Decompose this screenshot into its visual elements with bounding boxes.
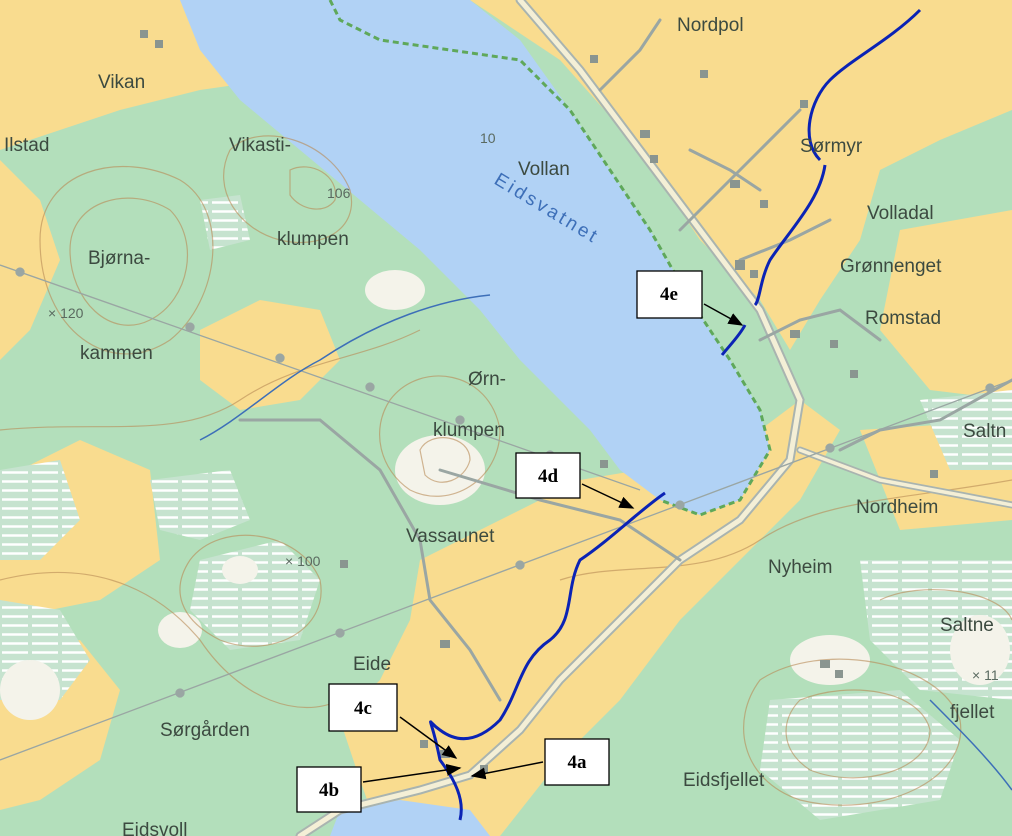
arrow-4b [362, 763, 462, 783]
label-saltne: Saltne [940, 615, 994, 636]
road-vollan [688, 148, 762, 192]
label-vikan: Vikan [98, 72, 145, 93]
elevation-100: × 100 [285, 553, 321, 569]
shoreline-protected [328, 0, 772, 517]
marsh-eidsfjellet [760, 690, 960, 820]
open-land-east [880, 210, 1012, 400]
elevation-106: 106 [327, 185, 351, 201]
contour-lines [0, 135, 1012, 806]
water-bodies [180, 0, 770, 836]
label-orn: Ørn- [468, 369, 506, 390]
label-volladal: Volladal [867, 203, 934, 224]
road-saltn [838, 378, 1012, 452]
label-sormyr: Sørmyr [800, 136, 863, 157]
stream-east-north [807, 8, 922, 162]
open-land-west [0, 160, 60, 360]
lake-depth-label: 10 [480, 130, 496, 146]
label-nordheim: Nordheim [856, 497, 938, 518]
marker-4c: 4c [354, 698, 372, 719]
arrow-4a [470, 761, 544, 780]
stream-main [429, 491, 666, 821]
arrow-4d [581, 483, 635, 509]
elevation-labels: 106 × 120 × 100 × 11 [48, 185, 999, 683]
road-romstad [758, 308, 882, 342]
open-land-northeast [470, 0, 1012, 350]
stream-4e [720, 324, 747, 356]
label-saltn: Saltn [963, 421, 1006, 442]
main-road-center [297, 0, 803, 836]
road-vassaunet [438, 468, 682, 562]
label-eide: Eide [353, 654, 391, 675]
lake-south [330, 800, 490, 836]
road-sormyr [678, 108, 802, 232]
label-gronnenget: Grønnenget [840, 256, 942, 277]
label-bjorna: Bjørna- [88, 248, 150, 269]
elevation-11: × 11 [972, 667, 999, 683]
label-sorgarden: Sørgården [160, 720, 250, 741]
place-labels: Nordpol Vikan Ilstad Vikasti- klumpen Vo… [4, 15, 1006, 836]
label-vollan: Vollan [518, 159, 570, 180]
marker-4d: 4d [538, 466, 559, 487]
label-vikasti-klumpen: klumpen [277, 229, 349, 250]
marsh-far-east [920, 390, 1012, 470]
highlighted-streams [429, 8, 922, 821]
arrow-4c [399, 716, 458, 759]
open-land-center [200, 300, 340, 410]
label-nyheim: Nyheim [768, 557, 832, 578]
roads [238, 0, 1012, 836]
label-vikasti: Vikasti- [229, 135, 291, 156]
road-eide [238, 418, 502, 702]
label-vassaunet: Vassaunet [406, 526, 495, 547]
label-orn-klumpen: klumpen [433, 420, 505, 441]
label-eidsfjellet: Eidsfjellet [683, 770, 765, 791]
marker-4e: 4e [660, 284, 678, 305]
marker-4a: 4a [568, 752, 588, 773]
marker-annotations: 4e 4d 4c 4b 4a [296, 270, 744, 813]
thin-streams [199, 294, 1012, 791]
label-fjellet: fjellet [950, 702, 995, 723]
label-nordpol: Nordpol [677, 15, 744, 36]
elevation-120: × 120 [48, 305, 84, 321]
marker-4b: 4b [319, 780, 339, 801]
marsh-west [0, 460, 80, 560]
road-nordheim-center [798, 448, 1012, 507]
arrow-4e [703, 303, 744, 326]
road-grnnenget [738, 218, 832, 262]
marsh-center-left [150, 470, 250, 540]
label-eidsvoll: Eidsvoll [122, 820, 187, 836]
road-north [598, 18, 662, 92]
label-kammen: kammen [80, 343, 153, 364]
label-ilstad: Ilstad [4, 135, 49, 156]
lake-eidsvatnet [180, 0, 770, 515]
stream-sormyr [753, 164, 827, 307]
label-romstad: Romstad [865, 308, 941, 329]
